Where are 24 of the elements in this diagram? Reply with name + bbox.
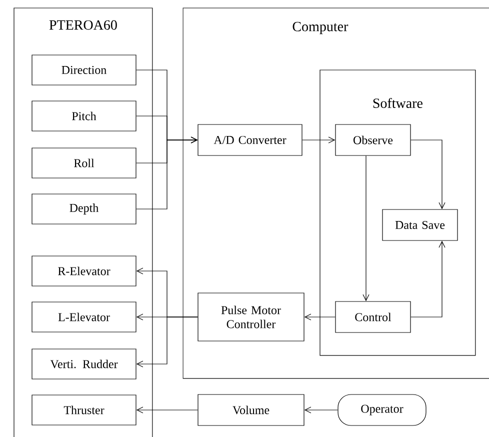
process-box: Roll (32, 148, 136, 178)
process-box: L-Elevator (32, 302, 136, 332)
process-box: R-Elevator (32, 256, 136, 286)
process-box: Volume (198, 394, 304, 426)
arrow (362, 156, 370, 302)
arrow (136, 136, 198, 210)
process-box: Pulse Motor Controller (198, 292, 304, 342)
process-box: Pitch (32, 100, 136, 132)
arrow (136, 406, 198, 414)
arrow (304, 314, 336, 320)
process-box: Verti. Rudder (32, 348, 136, 380)
process-box: Observe (335, 124, 411, 156)
process-box: Depth (32, 194, 136, 224)
process-box: Thruster (32, 394, 136, 426)
arrow (410, 140, 446, 210)
process-box: A/D Converter (198, 124, 302, 156)
terminal-box: Operator (338, 394, 426, 426)
arrow (136, 316, 198, 368)
process-box: Direction (32, 54, 136, 86)
arrow (302, 136, 336, 144)
process-box: Data Save (382, 209, 458, 241)
process-box: Control (335, 301, 411, 333)
arrow (304, 406, 338, 414)
arrow (410, 240, 446, 318)
